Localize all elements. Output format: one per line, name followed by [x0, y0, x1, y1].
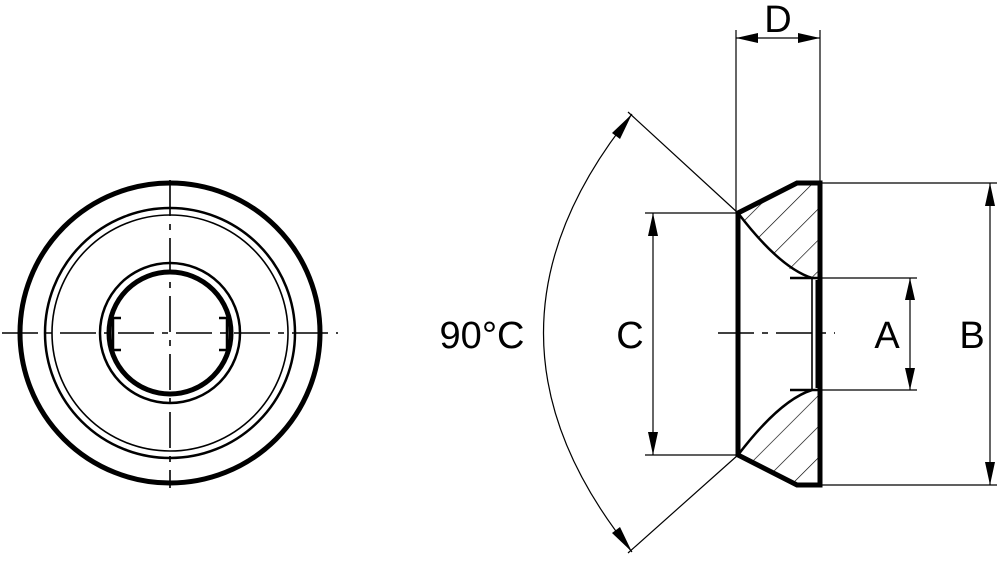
section-hatch-lower: [738, 390, 820, 485]
dim-a-arrow-bottom: [905, 368, 915, 390]
cone-curve-upper: [737, 212, 813, 280]
dim-a-label: A: [874, 315, 900, 357]
angle-arrow-bottom: [612, 527, 632, 552]
slot-mark-right: [219, 316, 229, 352]
slot-mark-left: [111, 316, 121, 352]
dim-c-arrow-top: [648, 213, 658, 236]
side-section-view: D C A B 90°C: [440, 0, 997, 554]
dim-b-arrow-top: [985, 183, 995, 206]
dim-b-label: B: [959, 315, 984, 357]
dim-c-label: C: [616, 315, 643, 357]
angle-extension-lower: [627, 454, 739, 554]
dim-a-arrow-top: [905, 278, 915, 300]
angle-label: 90°C: [440, 315, 525, 357]
dim-d-label: D: [764, 0, 791, 41]
cone-curve-lower: [737, 388, 813, 456]
angle-arrow-top: [612, 114, 632, 139]
section-hatch-upper: [738, 183, 820, 278]
dim-b-arrow-bottom: [985, 462, 995, 485]
dim-c-arrow-bottom: [648, 432, 658, 455]
dim-d-arrow-left: [736, 33, 758, 43]
angle-extension-upper: [627, 111, 739, 214]
dim-d-arrow-right: [798, 33, 820, 43]
front-view: [2, 180, 338, 488]
angle-arc: [543, 113, 633, 553]
